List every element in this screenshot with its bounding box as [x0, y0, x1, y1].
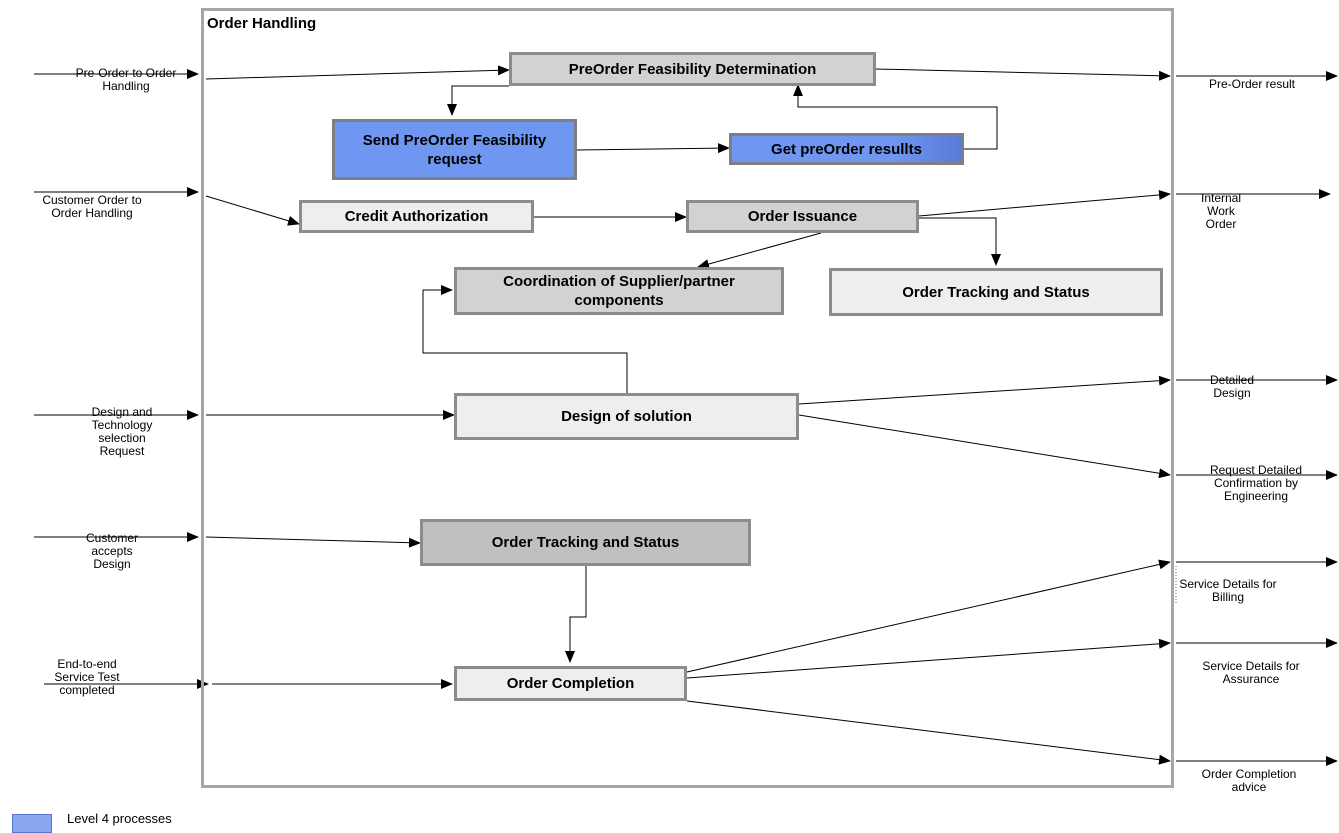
process-preorder-feasibility[interactable]: PreOrder Feasibility Determination: [509, 52, 876, 86]
input-label-preorder: Pre-Order to Order Handling: [75, 66, 177, 93]
output-label-internal-work-order: Internal Work Order: [1200, 191, 1242, 231]
legend-label: Level 4 processes: [67, 811, 172, 826]
frame-title: Order Handling: [207, 15, 317, 32]
output-label-service-billing: Service Details for Billing: [1179, 577, 1277, 604]
process-get-preorder-results[interactable]: Get preOrder resullts: [729, 133, 964, 165]
process-order-tracking-status-upper[interactable]: Order Tracking and Status: [829, 268, 1163, 316]
process-order-completion[interactable]: Order Completion: [454, 666, 687, 701]
input-label-customer-accepts: Customer accepts Design: [85, 531, 138, 571]
output-label-order-completion-advice: Order Completion advice: [1201, 767, 1297, 794]
output-label-detailed-design: Detailed Design: [1209, 373, 1255, 400]
input-label-end-to-end: End-to-end Service Test completed: [54, 657, 120, 697]
process-design-of-solution[interactable]: Design of solution: [454, 393, 799, 440]
process-order-tracking-status-lower[interactable]: Order Tracking and Status: [420, 519, 751, 566]
legend-swatch: [12, 814, 52, 833]
process-send-preorder-request[interactable]: Send PreOrder Feasibility request: [332, 119, 577, 180]
process-order-issuance[interactable]: Order Issuance: [686, 200, 919, 233]
output-label-preorder-result: Pre-Order result: [1208, 77, 1296, 91]
order-handling-frame: [201, 8, 1174, 788]
input-label-customer-order: Customer Order to Order Handling: [42, 193, 142, 220]
output-label-service-assurance: Service Details for Assurance: [1202, 659, 1300, 686]
process-coordination-supplier[interactable]: Coordination of Supplier/partner compone…: [454, 267, 784, 315]
input-label-design-request: Design and Technology selection Request: [91, 405, 153, 458]
output-label-request-detailed: Request Detailed Confirmation by Enginee…: [1209, 463, 1303, 503]
process-credit-authorization[interactable]: Credit Authorization: [299, 200, 534, 233]
